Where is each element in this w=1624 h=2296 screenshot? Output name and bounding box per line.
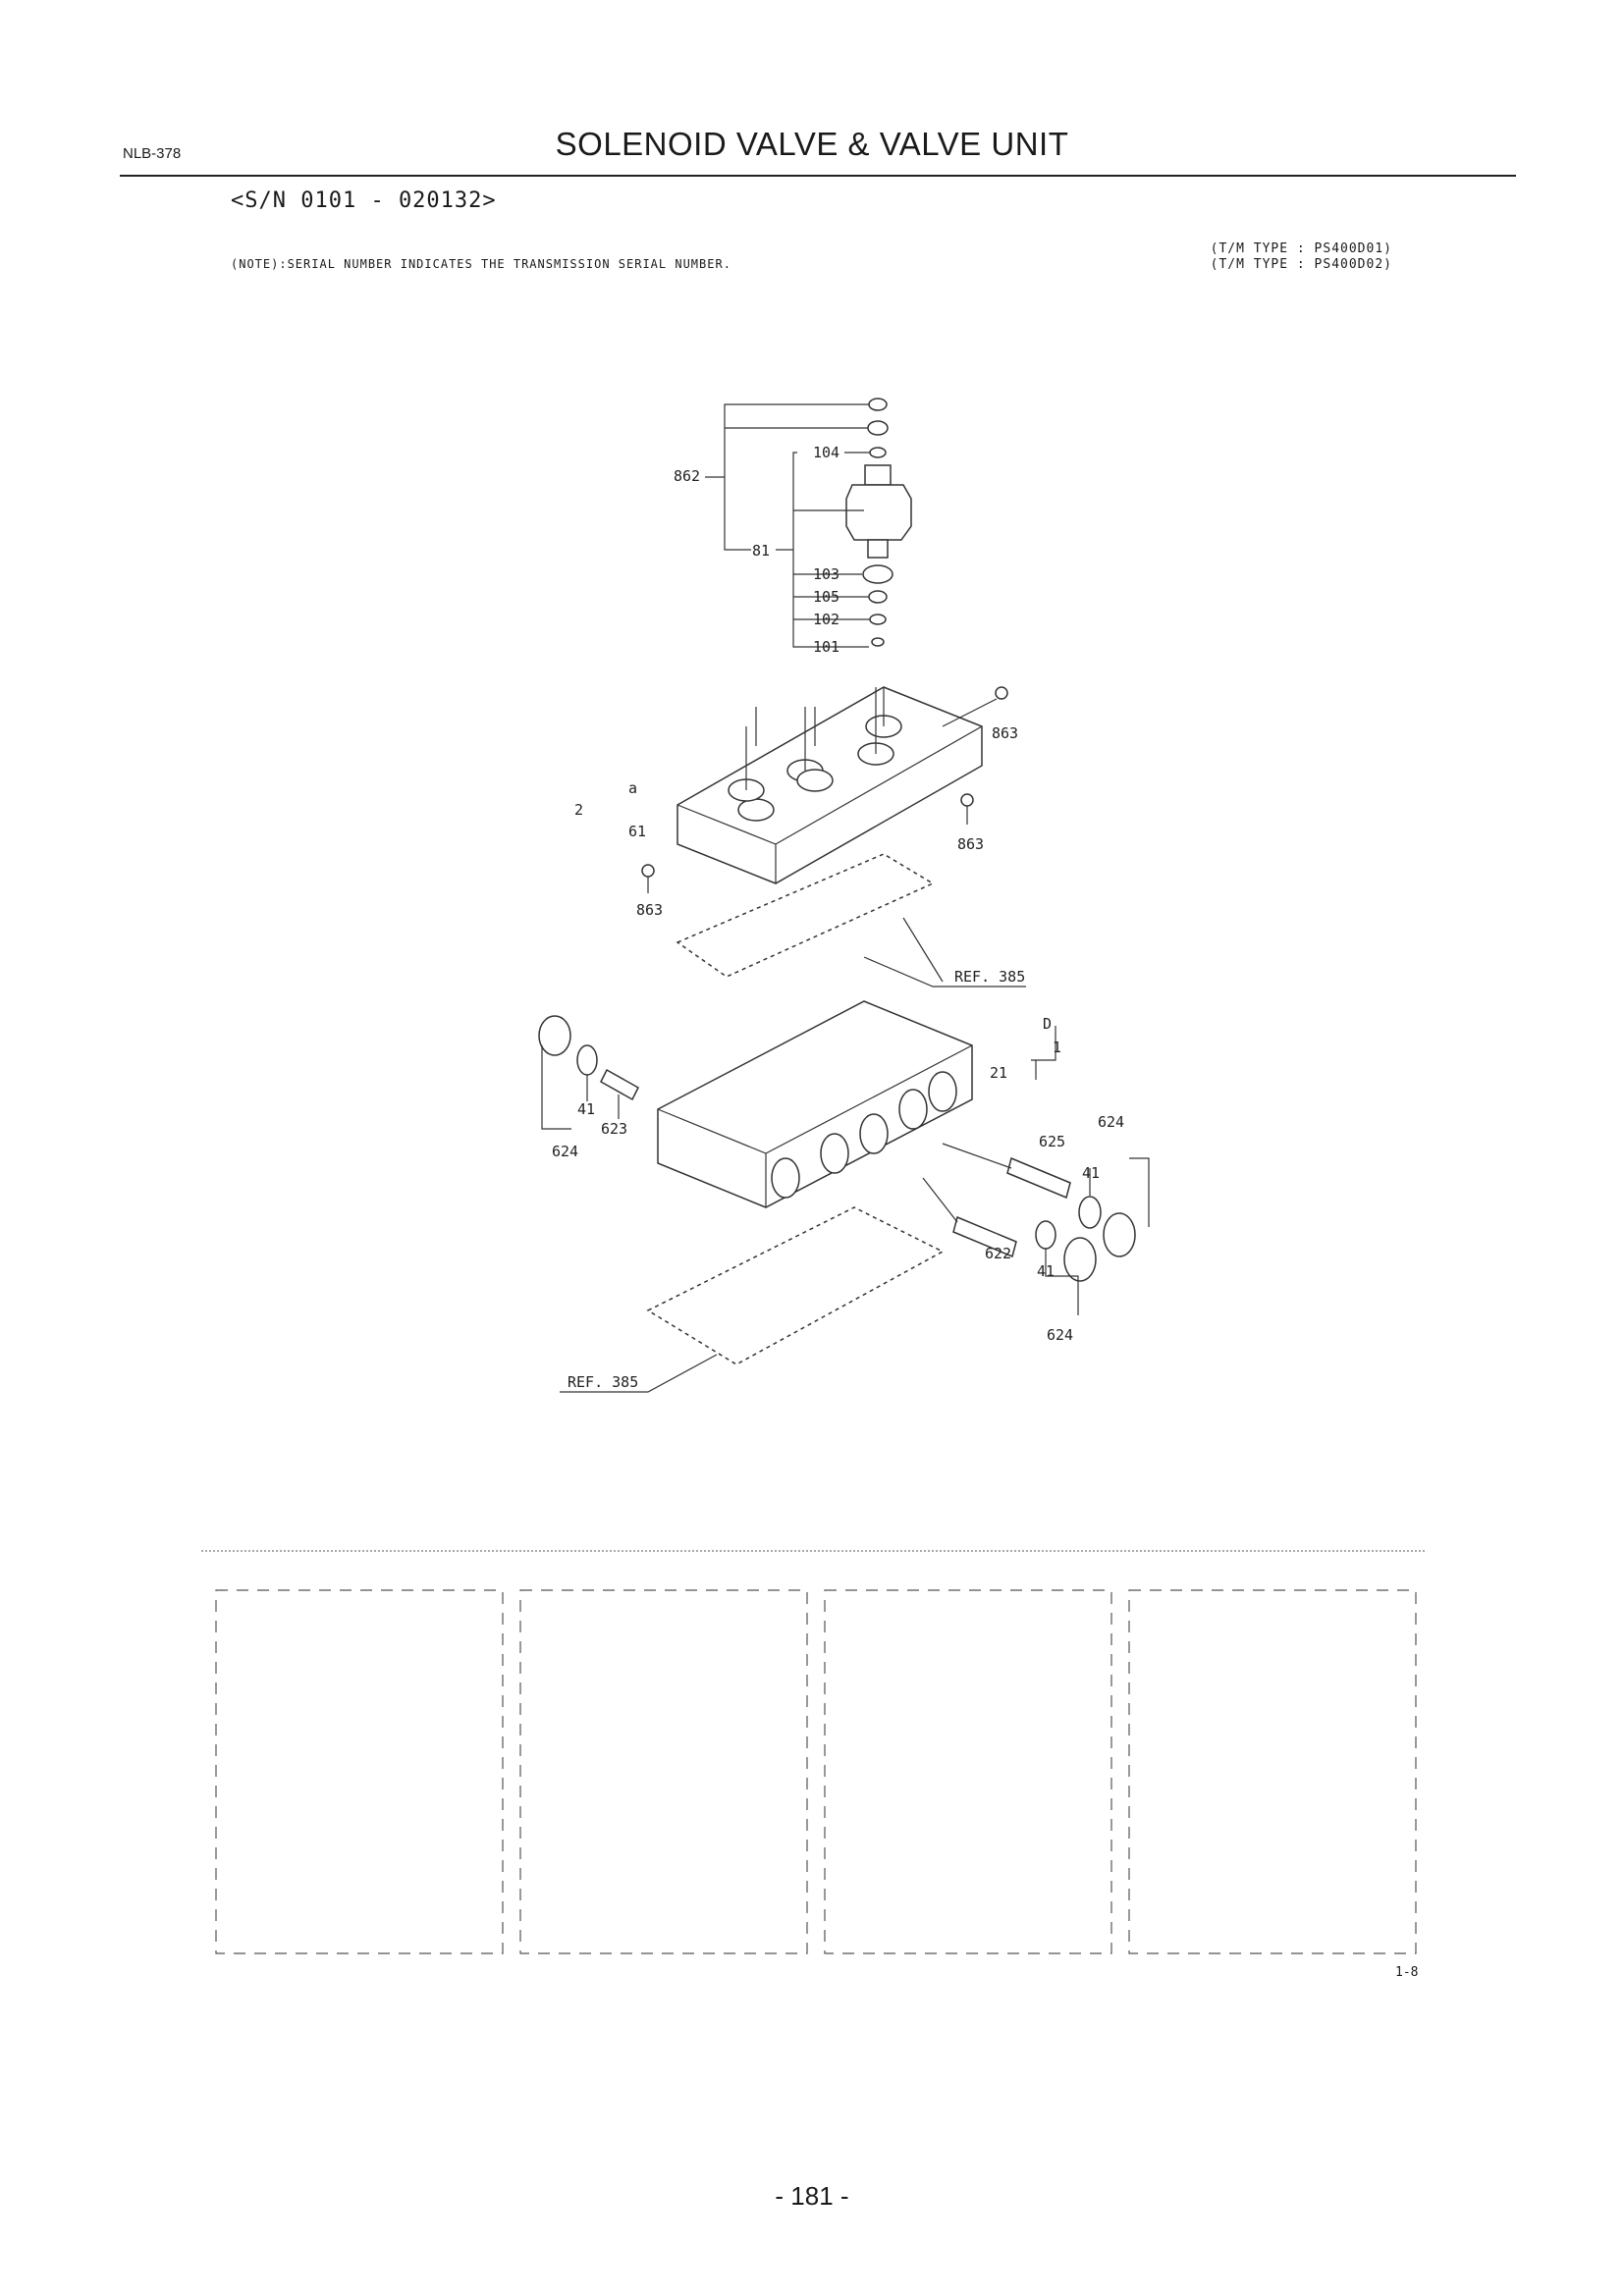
label-103: 103	[813, 565, 839, 583]
part-labels: 862 104 81 103 105 102 101 863 863 863 2…	[552, 444, 1124, 1391]
label-624-c: 624	[1047, 1326, 1073, 1344]
label-624-a: 624	[552, 1143, 578, 1160]
label-862: 862	[674, 467, 700, 485]
label-863-c: 863	[636, 901, 663, 919]
dashed-box-2	[519, 1589, 808, 1954]
header-rule	[120, 175, 1516, 177]
label-81: 81	[752, 542, 770, 560]
upper-valve-body	[641, 686, 1008, 893]
label-624-b: 624	[1098, 1113, 1124, 1131]
document-code: NLB-378	[123, 145, 182, 162]
tm-type-2: (T/M TYPE : PS400D02)	[1210, 257, 1392, 272]
label-41-c: 41	[1037, 1262, 1055, 1280]
label-ref-385-lower: REF. 385	[568, 1373, 638, 1391]
label-a: a	[628, 779, 637, 797]
label-1: 1	[1053, 1039, 1061, 1056]
label-623: 623	[601, 1120, 627, 1138]
dashed-box-1	[215, 1589, 504, 1954]
label-61: 61	[628, 823, 646, 840]
label-d: D	[1043, 1015, 1052, 1033]
serial-range: <S/N 0101 - 020132>	[231, 188, 497, 213]
gasket-upper	[676, 853, 935, 978]
label-41-b: 41	[1082, 1164, 1100, 1182]
label-625: 625	[1039, 1133, 1065, 1150]
page-title: SOLENOID VALVE & VALVE UNIT	[555, 126, 1069, 162]
label-863-b: 863	[957, 835, 984, 853]
gasket-lower	[646, 1206, 945, 1365]
right-spool-assembly	[922, 1143, 1150, 1315]
empty-dashed-boxes	[215, 1589, 1417, 1954]
label-622: 622	[985, 1245, 1011, 1262]
label-101: 101	[813, 638, 839, 656]
dashed-box-3	[824, 1589, 1112, 1954]
label-863-a: 863	[992, 724, 1018, 742]
page-number: - 181 -	[775, 2181, 849, 2211]
label-2: 2	[574, 801, 583, 819]
serial-note: (NOTE):SERIAL NUMBER INDICATES THE TRANS…	[231, 257, 731, 271]
left-plug-assembly	[538, 1015, 639, 1130]
solenoid-assembly	[845, 398, 912, 647]
label-21: 21	[990, 1064, 1007, 1082]
label-104: 104	[813, 444, 839, 461]
figure-id: 1-8	[1395, 1965, 1419, 1980]
tm-type-1: (T/M TYPE : PS400D01)	[1210, 241, 1392, 256]
lower-valve-body	[657, 1000, 973, 1208]
label-102: 102	[813, 611, 839, 628]
solenoid-callouts	[705, 403, 870, 648]
dashed-box-4	[1128, 1589, 1417, 1954]
label-105: 105	[813, 588, 839, 606]
label-ref-385-upper: REF. 385	[954, 968, 1025, 986]
label-41-a: 41	[577, 1100, 595, 1118]
